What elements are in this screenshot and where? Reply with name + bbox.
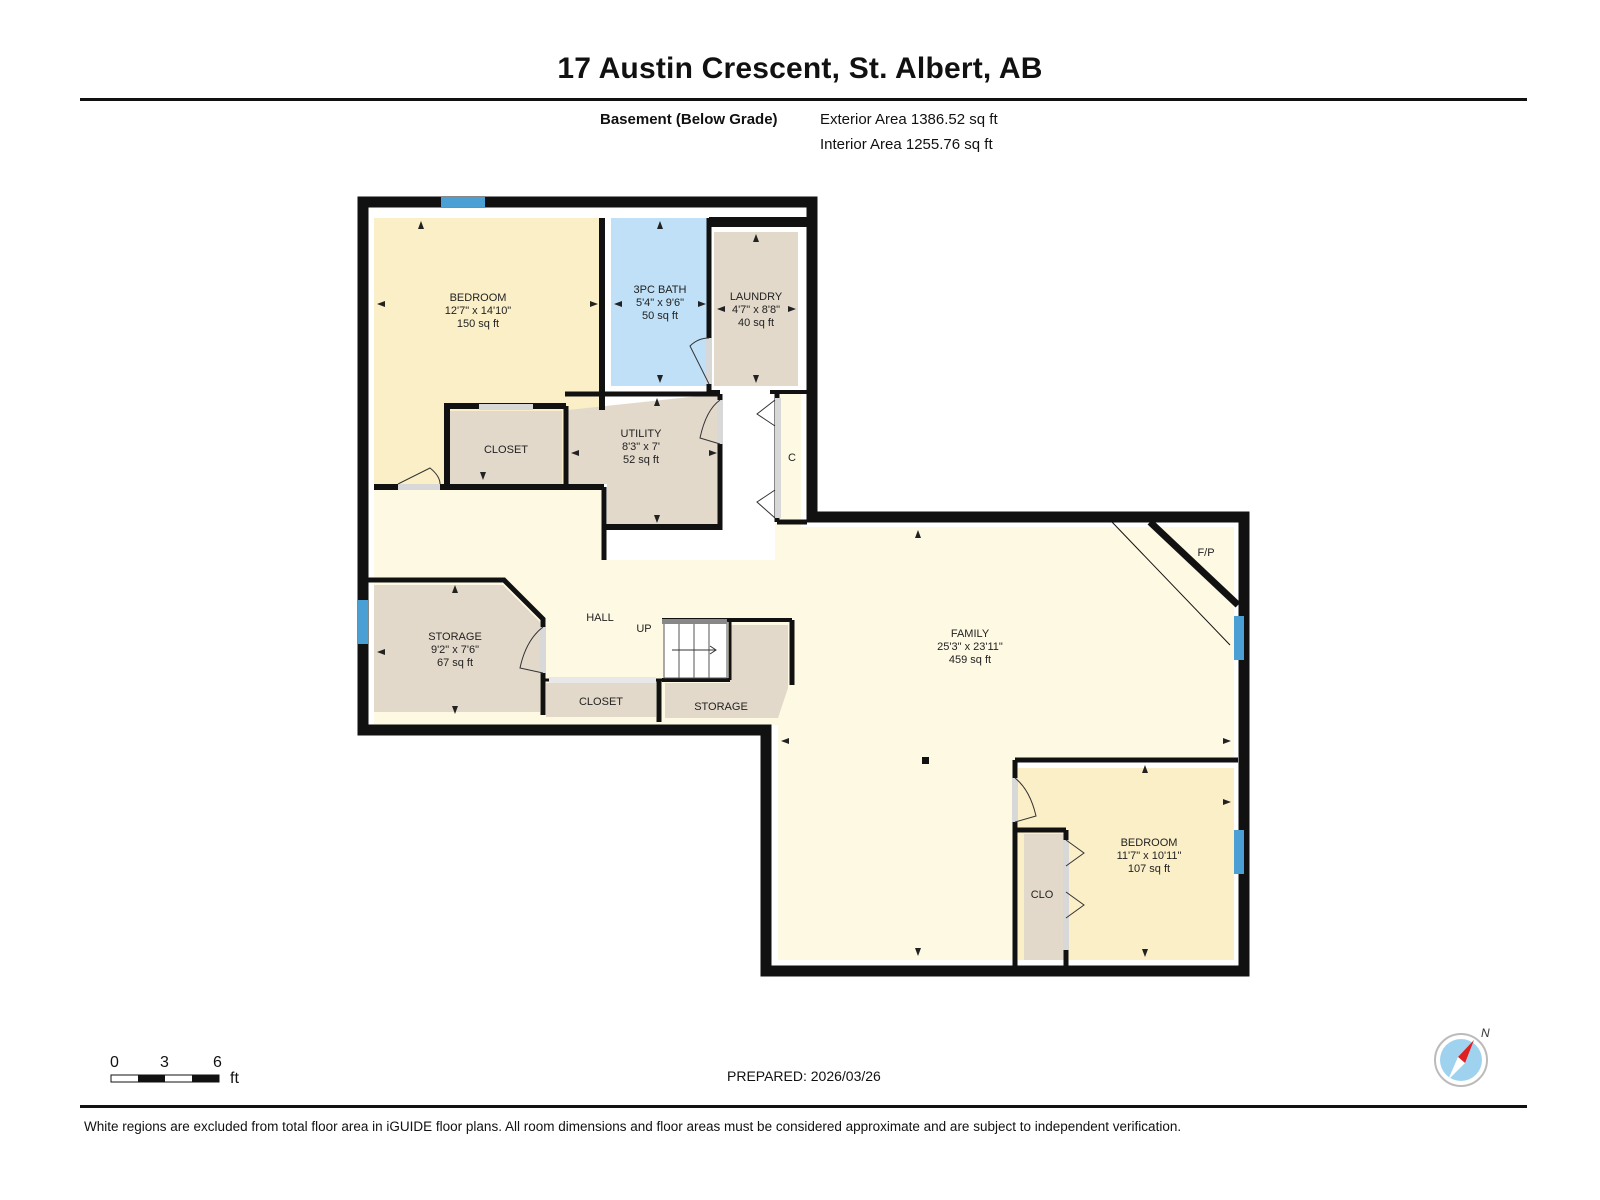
footer-divider bbox=[80, 1105, 1527, 1108]
storage2-name: STORAGE bbox=[694, 701, 748, 713]
clo-fill bbox=[1024, 834, 1064, 960]
storage1-dims: 9'2" x 7'6" bbox=[431, 644, 479, 656]
prepared-date: PREPARED: 2026/03/26 bbox=[727, 1068, 881, 1084]
storage1-fill bbox=[374, 585, 540, 712]
storage1-name: STORAGE bbox=[428, 631, 482, 643]
compass-north-label: N bbox=[1481, 1026, 1490, 1040]
window bbox=[441, 197, 485, 207]
scale-unit: ft bbox=[230, 1070, 239, 1087]
header-divider bbox=[80, 98, 1527, 101]
support-post bbox=[922, 757, 929, 764]
bedroom2-dims: 11'7" x 10'11" bbox=[1117, 850, 1182, 862]
bedroom1-dims: 12'7" x 14'10" bbox=[445, 305, 512, 317]
bath-dims: 5'4" x 9'6" bbox=[636, 297, 684, 309]
bath-area: 50 sq ft bbox=[642, 310, 678, 322]
windows bbox=[358, 197, 1244, 874]
dimension-arrows bbox=[377, 221, 1231, 957]
doors bbox=[397, 337, 1085, 950]
interior-area: Interior Area 1255.76 sq ft bbox=[820, 136, 993, 153]
scale-tick-0: 0 bbox=[110, 1054, 119, 1071]
closet1-fill bbox=[450, 411, 562, 484]
hall-family-fill bbox=[374, 390, 1234, 960]
storage2-fill bbox=[665, 625, 788, 718]
exterior-area: Exterior Area 1386.52 sq ft bbox=[820, 111, 998, 128]
bath-fill bbox=[611, 218, 709, 386]
closet1-name: CLOSET bbox=[484, 444, 528, 456]
closet2-name: CLOSET bbox=[579, 696, 623, 708]
window bbox=[1234, 616, 1244, 660]
bedroom2-name: BEDROOM bbox=[1121, 837, 1178, 849]
c-closet-name: C bbox=[788, 452, 796, 464]
utility-area: 52 sq ft bbox=[623, 454, 659, 466]
laundry-fill bbox=[714, 232, 798, 386]
family-area: 459 sq ft bbox=[949, 654, 991, 666]
window bbox=[358, 600, 368, 644]
scale-bar bbox=[110, 1074, 220, 1083]
hall-name: HALL bbox=[586, 612, 614, 624]
utility-fill bbox=[568, 394, 718, 526]
bedroom1-area: 150 sq ft bbox=[457, 318, 499, 330]
utility-name: UTILITY bbox=[621, 428, 663, 440]
fp-name: F/P bbox=[1197, 547, 1214, 559]
laundry-dims: 4'7" x 8'8" bbox=[732, 304, 780, 316]
closet2-fill bbox=[546, 683, 656, 717]
scale-tick-3: 3 bbox=[160, 1054, 169, 1071]
bedroom1-name: BEDROOM bbox=[450, 292, 507, 304]
stairs-up-label: UP bbox=[636, 623, 651, 635]
laundry-name: LAUNDRY bbox=[730, 291, 783, 303]
scale-tick-6: 6 bbox=[213, 1054, 222, 1071]
bedroom2-area: 107 sq ft bbox=[1128, 863, 1170, 875]
laundry-area: 40 sq ft bbox=[738, 317, 774, 329]
staircase bbox=[662, 619, 728, 679]
utility-dims: 8'3" x 7' bbox=[622, 441, 660, 453]
compass-icon: N bbox=[1434, 1026, 1490, 1087]
window bbox=[1234, 830, 1244, 874]
family-name: FAMILY bbox=[951, 628, 990, 640]
disclaimer: White regions are excluded from total fl… bbox=[84, 1119, 1182, 1134]
storage1-area: 67 sq ft bbox=[437, 657, 473, 669]
family-dims: 25'3" x 23'11" bbox=[937, 641, 1003, 653]
level-label: Basement (Below Grade) bbox=[600, 111, 778, 128]
clo-name: CLO bbox=[1031, 889, 1054, 901]
exterior-wall bbox=[357, 196, 1250, 977]
bath-name: 3PC BATH bbox=[634, 284, 687, 296]
page-title: 17 Austin Crescent, St. Albert, AB bbox=[557, 52, 1043, 85]
